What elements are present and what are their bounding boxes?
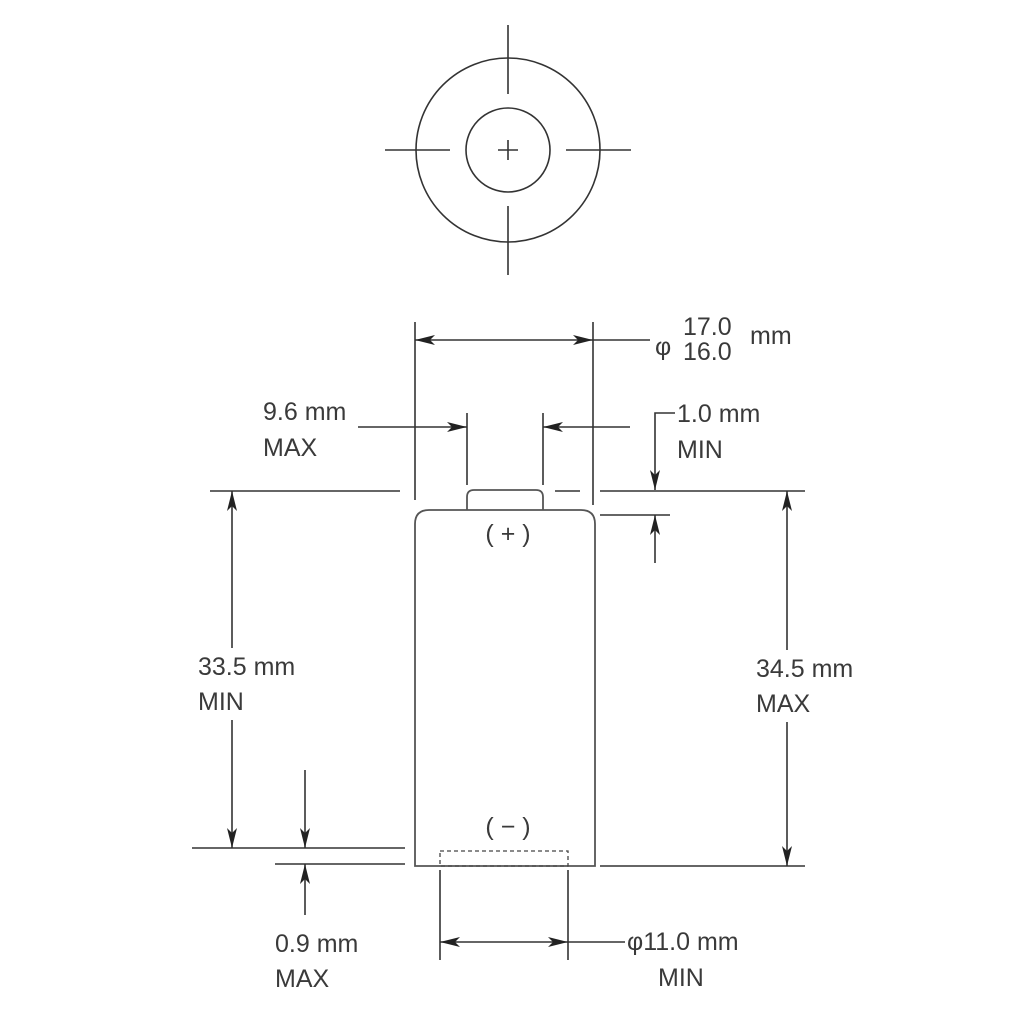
overall-height-dimension: 34.5 mm MAX [756, 491, 853, 866]
svg-text:17.0: 17.0 [683, 313, 732, 341]
svg-text:MIN: MIN [658, 964, 704, 992]
top-view [385, 25, 631, 275]
battery-body [414, 509, 596, 867]
svg-text:9.6 mm: 9.6 mm [263, 398, 346, 426]
svg-text:34.5 mm: 34.5 mm [756, 655, 853, 683]
negative-label: ( − ) [485, 813, 530, 841]
svg-text:φ: φ [655, 333, 671, 361]
negative-diameter-dimension: φ11.0 mm MIN [439, 870, 739, 992]
svg-text:33.5 mm: 33.5 mm [198, 653, 295, 681]
svg-text:MIN: MIN [198, 688, 244, 716]
positive-label: ( + ) [485, 520, 530, 548]
svg-text:φ11.0 mm: φ11.0 mm [627, 928, 739, 956]
svg-text:0.9 mm: 0.9 mm [275, 930, 358, 958]
positive-cap [466, 489, 544, 510]
svg-text:MIN: MIN [677, 436, 723, 464]
negative-recess-dimension: 0.9 mm MAX [275, 770, 358, 993]
body-height-dimension: 33.5 mm MIN [198, 491, 295, 848]
svg-text:mm: mm [750, 322, 792, 350]
svg-text:1.0 mm: 1.0 mm [677, 400, 760, 428]
cap-width-dimension: 9.6 mm MAX [263, 398, 630, 485]
svg-text:MAX: MAX [756, 690, 811, 718]
svg-text:MAX: MAX [275, 965, 330, 993]
negative-terminal [439, 850, 569, 867]
cap-height-dimension: 1.0 mm MIN [600, 400, 760, 563]
diameter-dimension: φ 17.0 16.0 mm [414, 313, 792, 505]
svg-text:16.0: 16.0 [683, 338, 732, 366]
svg-text:MAX: MAX [263, 434, 318, 462]
side-view: ( + ) ( − ) [414, 489, 596, 867]
terminal-circle [465, 107, 551, 193]
